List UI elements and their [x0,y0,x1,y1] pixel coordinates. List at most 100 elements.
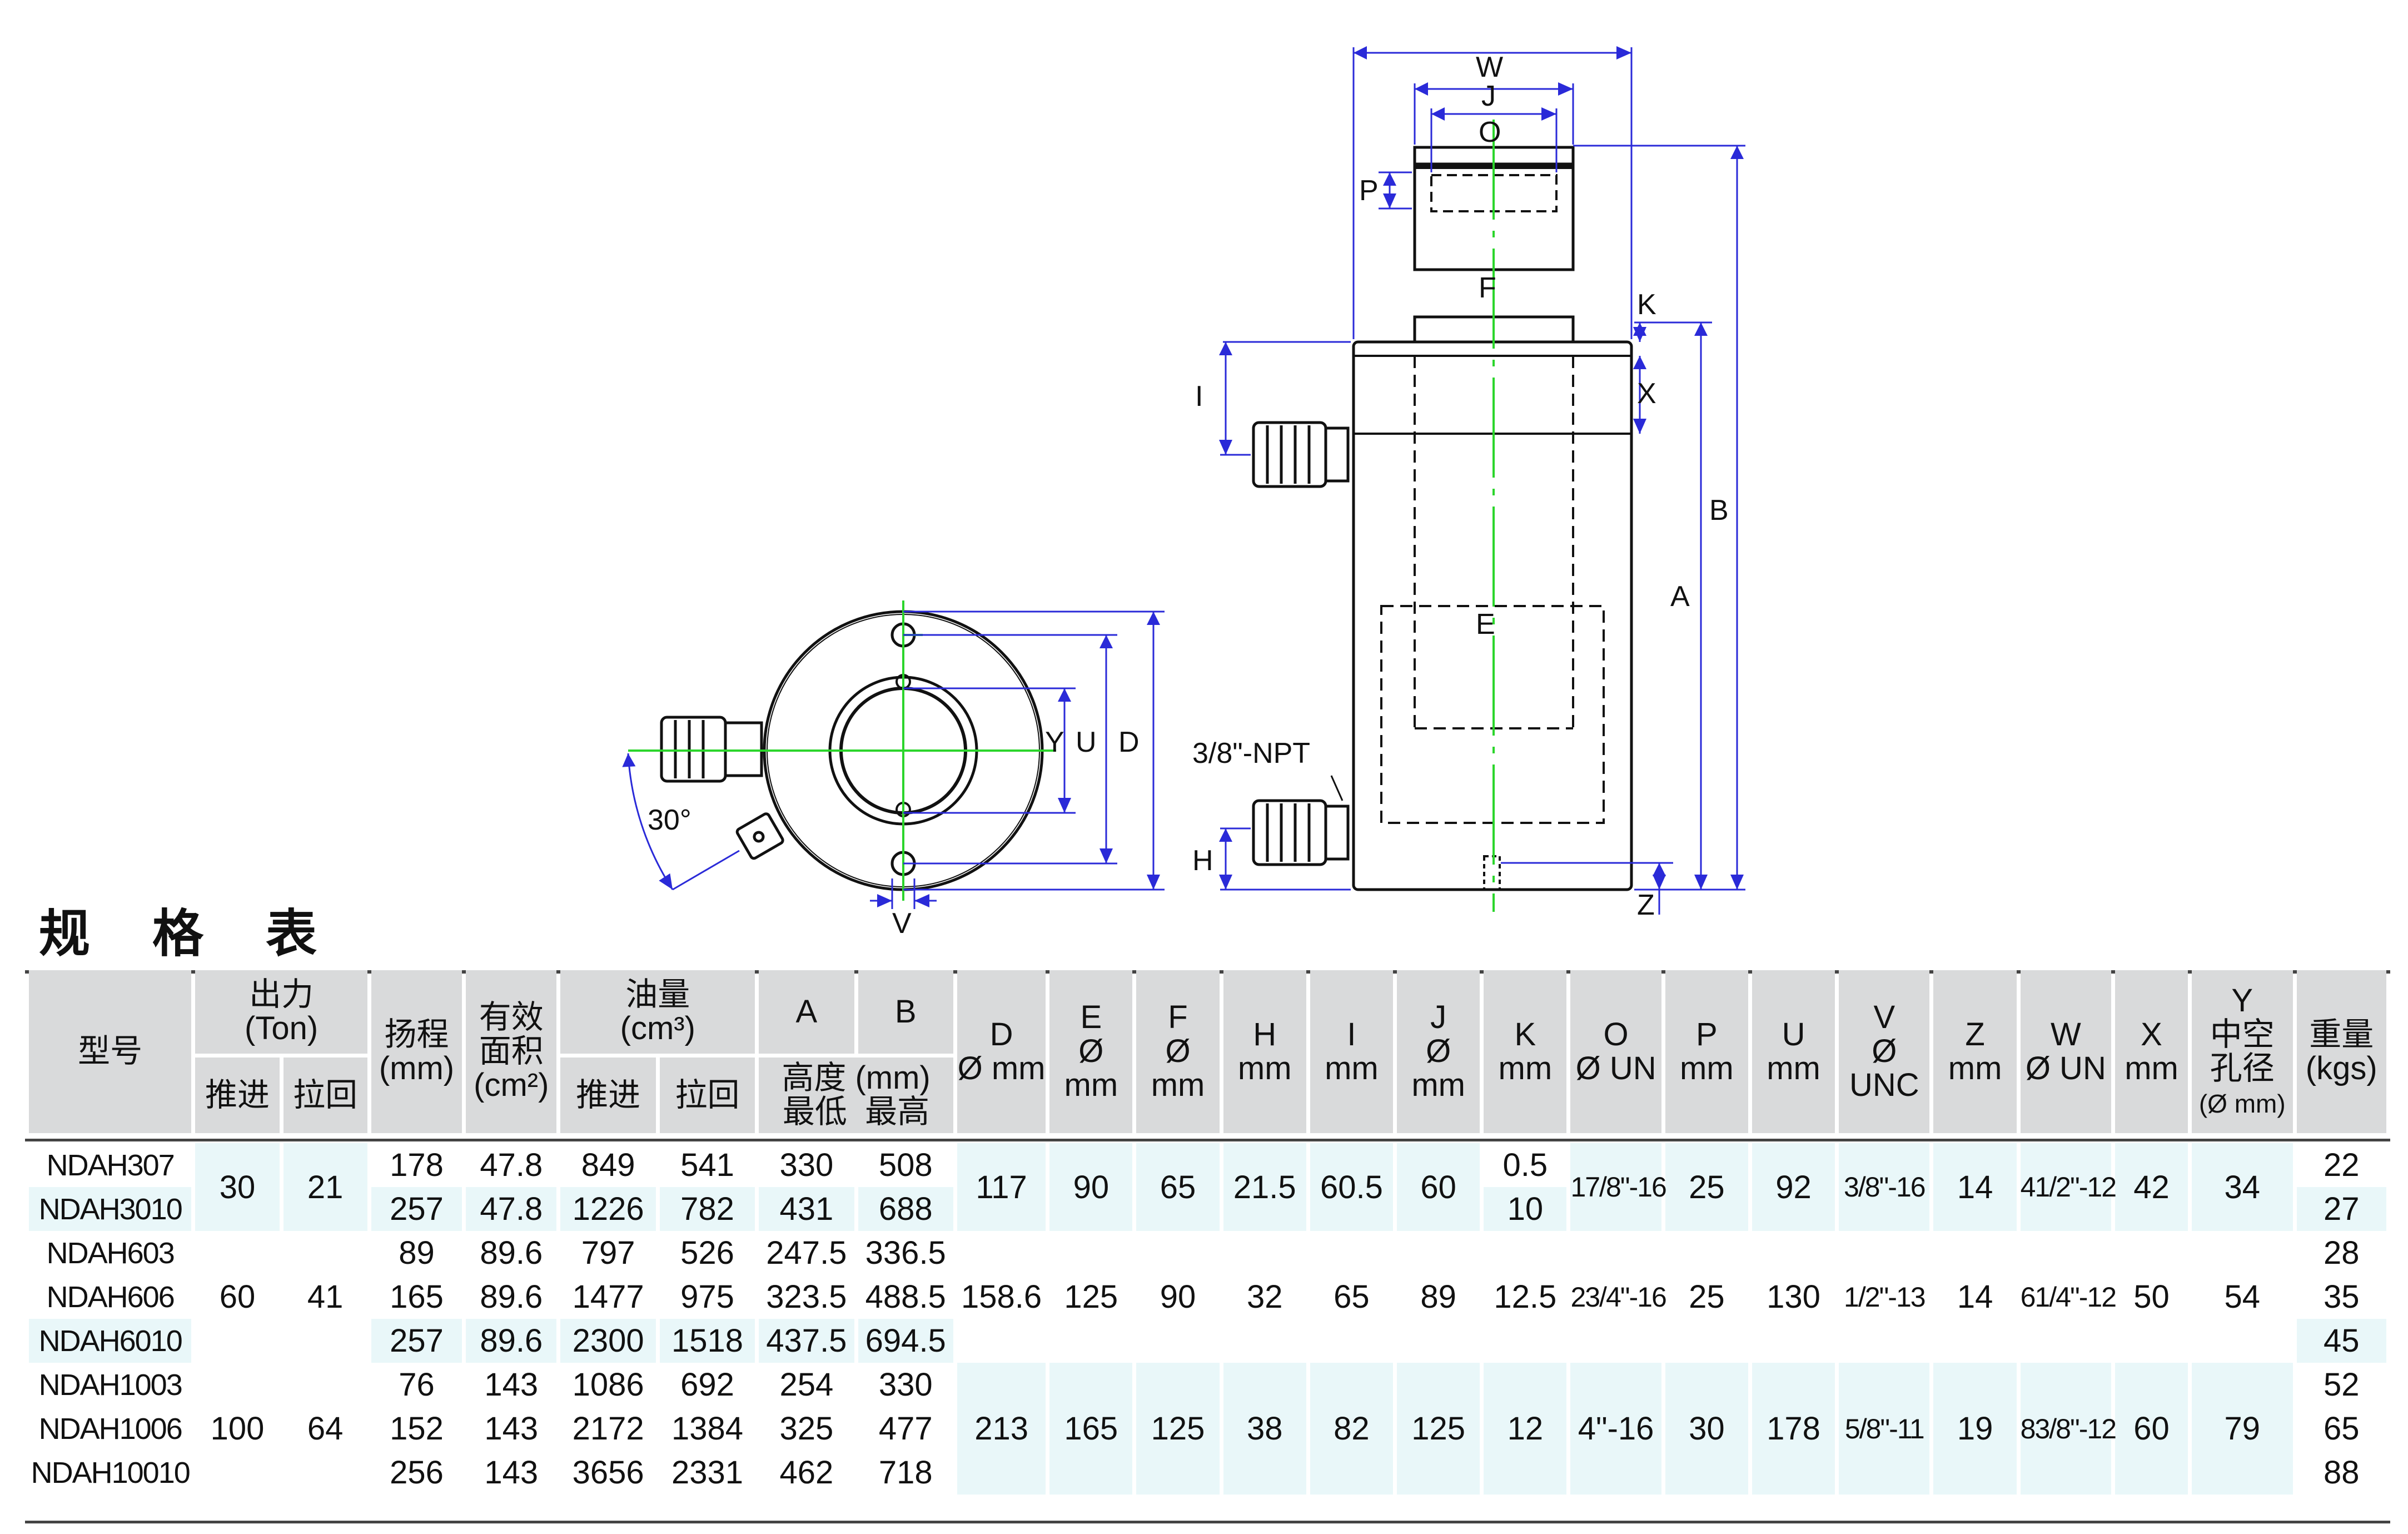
o-cell: 17/8"-16 [1570,1143,1667,1231]
header-force: 出力(Ton) [195,970,367,1054]
oil-pull-cell: 1384 [659,1407,755,1451]
label-o: O [1479,116,1501,148]
header-force-push: 推进 [195,1054,280,1133]
y-cell: 54 [2192,1231,2293,1363]
p-cell: 25 [1665,1143,1748,1231]
stroke-cell: 165 [371,1275,462,1319]
b-cell: 688 [858,1187,953,1231]
area-cell: 89.6 [466,1275,557,1319]
v-cell: 1/2"-13 [1839,1231,1930,1363]
weight-cell: 65 [2296,1407,2386,1451]
area-cell: 143 [466,1451,557,1495]
j-cell: 89 [1397,1231,1480,1363]
label-d: D [1118,726,1140,758]
oil-pull-cell: 526 [659,1231,755,1275]
oil-push-cell: 1086 [560,1363,656,1407]
stroke-cell: 152 [371,1407,462,1451]
stroke-cell: 76 [371,1363,462,1407]
y-cell: 34 [2192,1143,2293,1231]
weight-cell: 27 [2296,1187,2386,1231]
header-model: 型号 [29,970,192,1133]
table-row: NDAH6010 257 89.6 2300 1518 437.5 694.5 … [29,1319,2386,1363]
push-force-cell: 30 [195,1143,280,1231]
table-row: NDAH307 30 21 178 47.8 849 541 330 508 1… [29,1143,2386,1231]
b-cell: 694.5 [858,1319,953,1363]
b-cell: 330 [858,1363,953,1407]
d-cell: 213 [957,1363,1046,1495]
weight-cell: 88 [2296,1451,2386,1495]
p-cell: 25 [1665,1231,1748,1363]
x-cell: 42 [2115,1143,2188,1231]
header-stroke: 扬程(mm) [371,970,462,1133]
oil-pull-cell: 782 [659,1187,755,1231]
k-cell: 10 [1484,1187,1567,1231]
w-cell: 83/8"-12 [2020,1363,2117,1495]
model-cell: NDAH1003 [29,1363,192,1407]
header-a: A [759,970,854,1054]
table-row: NDAH603 60 41 89 89.6 797 526 247.5 336.… [29,1231,2386,1363]
d-cell: 158.6 [957,1231,1046,1363]
p-cell: 30 [1665,1363,1748,1495]
label-j: J [1481,80,1496,112]
label-w: W [1476,51,1503,83]
header-weight: 重量(kgs) [2296,970,2386,1133]
header-oil-pull: 拉回 [659,1054,755,1133]
z-cell: 14 [1933,1231,2017,1363]
spec-table-title: 规 格 表 [39,904,340,964]
u-cell: 178 [1752,1363,1835,1495]
header-height: 高度 (mm)最低 最高 [759,1054,953,1133]
f-cell: 90 [1136,1231,1220,1363]
side-view [1252,146,1633,891]
weight-cell: 28 [2296,1231,2386,1275]
stroke-cell: 89 [371,1231,462,1275]
a-cell: 462 [759,1451,854,1495]
oil-push-cell: 2172 [560,1407,656,1451]
stroke-cell: 178 [371,1143,462,1187]
b-cell: 477 [858,1407,953,1451]
model-cell: NDAH606 [29,1275,192,1319]
a-cell: 330 [759,1143,854,1187]
label-b: B [1709,494,1729,527]
oil-pull-cell: 1518 [659,1319,755,1363]
model-cell: NDAH603 [29,1231,192,1275]
b-cell: 336.5 [858,1231,953,1275]
i-cell: 60.5 [1310,1143,1394,1231]
area-cell: 47.8 [466,1143,557,1187]
i-cell: 82 [1310,1363,1394,1495]
z-cell: 14 [1933,1143,2017,1231]
a-cell: 431 [759,1187,854,1231]
port-label: 3/8"-NPT [1192,737,1310,770]
b-cell: 508 [858,1143,953,1187]
oil-push-cell: 797 [560,1231,656,1275]
a-cell: 437.5 [759,1319,854,1363]
header-area: 有效面积(cm²) [466,970,557,1133]
weight-cell: 22 [2296,1143,2386,1187]
header-b: B [858,970,953,1054]
a-cell: 254 [759,1363,854,1407]
x-cell: 60 [2115,1363,2188,1495]
a-cell: 323.5 [759,1275,854,1319]
header-oil: 油量(cm³) [560,970,755,1054]
y-cell: 79 [2192,1363,2293,1495]
weight-cell: 52 [2296,1363,2386,1407]
label-e: E [1476,608,1495,641]
v-cell: 3/8"-16 [1839,1143,1930,1231]
top-view-dimensions [622,610,1165,909]
oil-push-cell: 2300 [560,1319,656,1363]
cylinder-technical-drawing: W J O P F K X I B A E H Z 3/8"-NPT [622,46,1745,934]
push-force-cell: 60 [195,1231,280,1363]
weight-cell: 45 [2296,1319,2386,1363]
label-i: I [1195,380,1203,413]
x-cell: 50 [2115,1231,2188,1363]
u-cell: 130 [1752,1231,1835,1363]
oil-pull-cell: 692 [659,1363,755,1407]
side-dimensions [1219,46,1745,915]
e-cell: 165 [1049,1363,1133,1495]
